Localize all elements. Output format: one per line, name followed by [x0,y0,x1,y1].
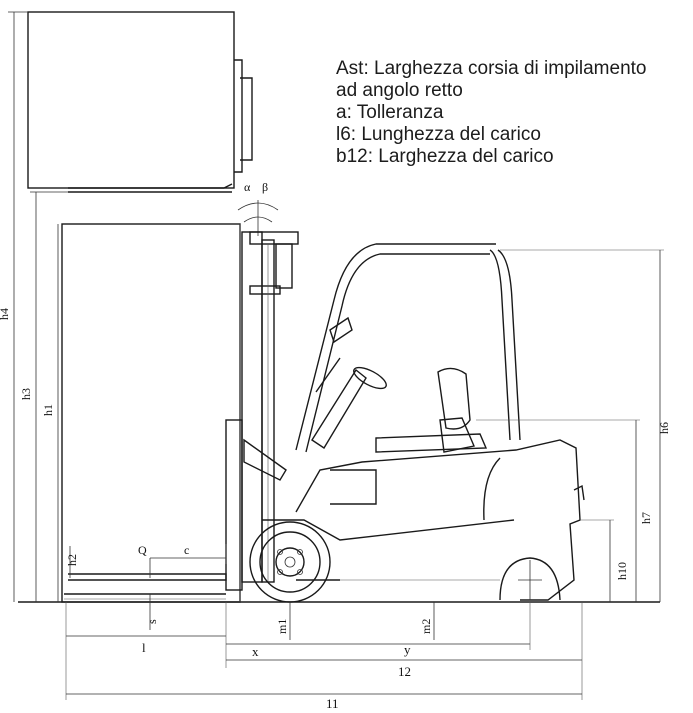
h10-label: h10 [615,562,629,580]
dimension-lines [8,11,664,700]
rear-wheel [499,557,561,601]
l-label: l [142,640,146,655]
h6-label: h6 [657,422,671,434]
m1-label: m1 [275,619,289,634]
legend-line-a: a: Tolleranza [336,102,444,123]
tilt-angle-indicator: α β [237,180,279,236]
legend-line-ast-cont: ad angolo retto [336,80,463,101]
lowered-load [61,223,241,603]
h2-label: h2 [65,554,79,566]
l1-label: 11 [326,696,339,711]
raised-load [27,11,253,193]
h4-label: h4 [0,308,11,320]
legend-line-b12: b12: Larghezza del carico [336,146,554,167]
legend: Ast: Larghezza corsia di impilamento ad … [336,58,688,168]
legend-line-l6: l6: Lunghezza del carico [336,124,541,145]
x-label: x [252,644,259,659]
y-label: y [404,642,411,657]
dimension-labels: h4 h3 h1 h2 Q c s h6 h7 h10 m1 m2 l x y … [0,308,671,711]
q-label: Q [138,543,147,557]
forks [64,573,227,600]
l2-label: 12 [398,664,411,679]
m2-label: m2 [419,619,433,634]
mast [225,231,299,591]
overhead-guard [295,243,521,453]
steering [311,316,387,449]
chassis [262,439,585,601]
seat [375,367,488,453]
h1-label: h1 [41,404,55,416]
h7-label: h7 [639,512,653,524]
c-label: c [184,543,189,557]
alpha-label: α [244,180,251,194]
h3-label: h3 [19,388,33,400]
beta-label: β [262,180,268,194]
legend-line-ast: Ast: Larghezza corsia di impilamento [336,58,647,79]
s-label: s [145,619,159,624]
